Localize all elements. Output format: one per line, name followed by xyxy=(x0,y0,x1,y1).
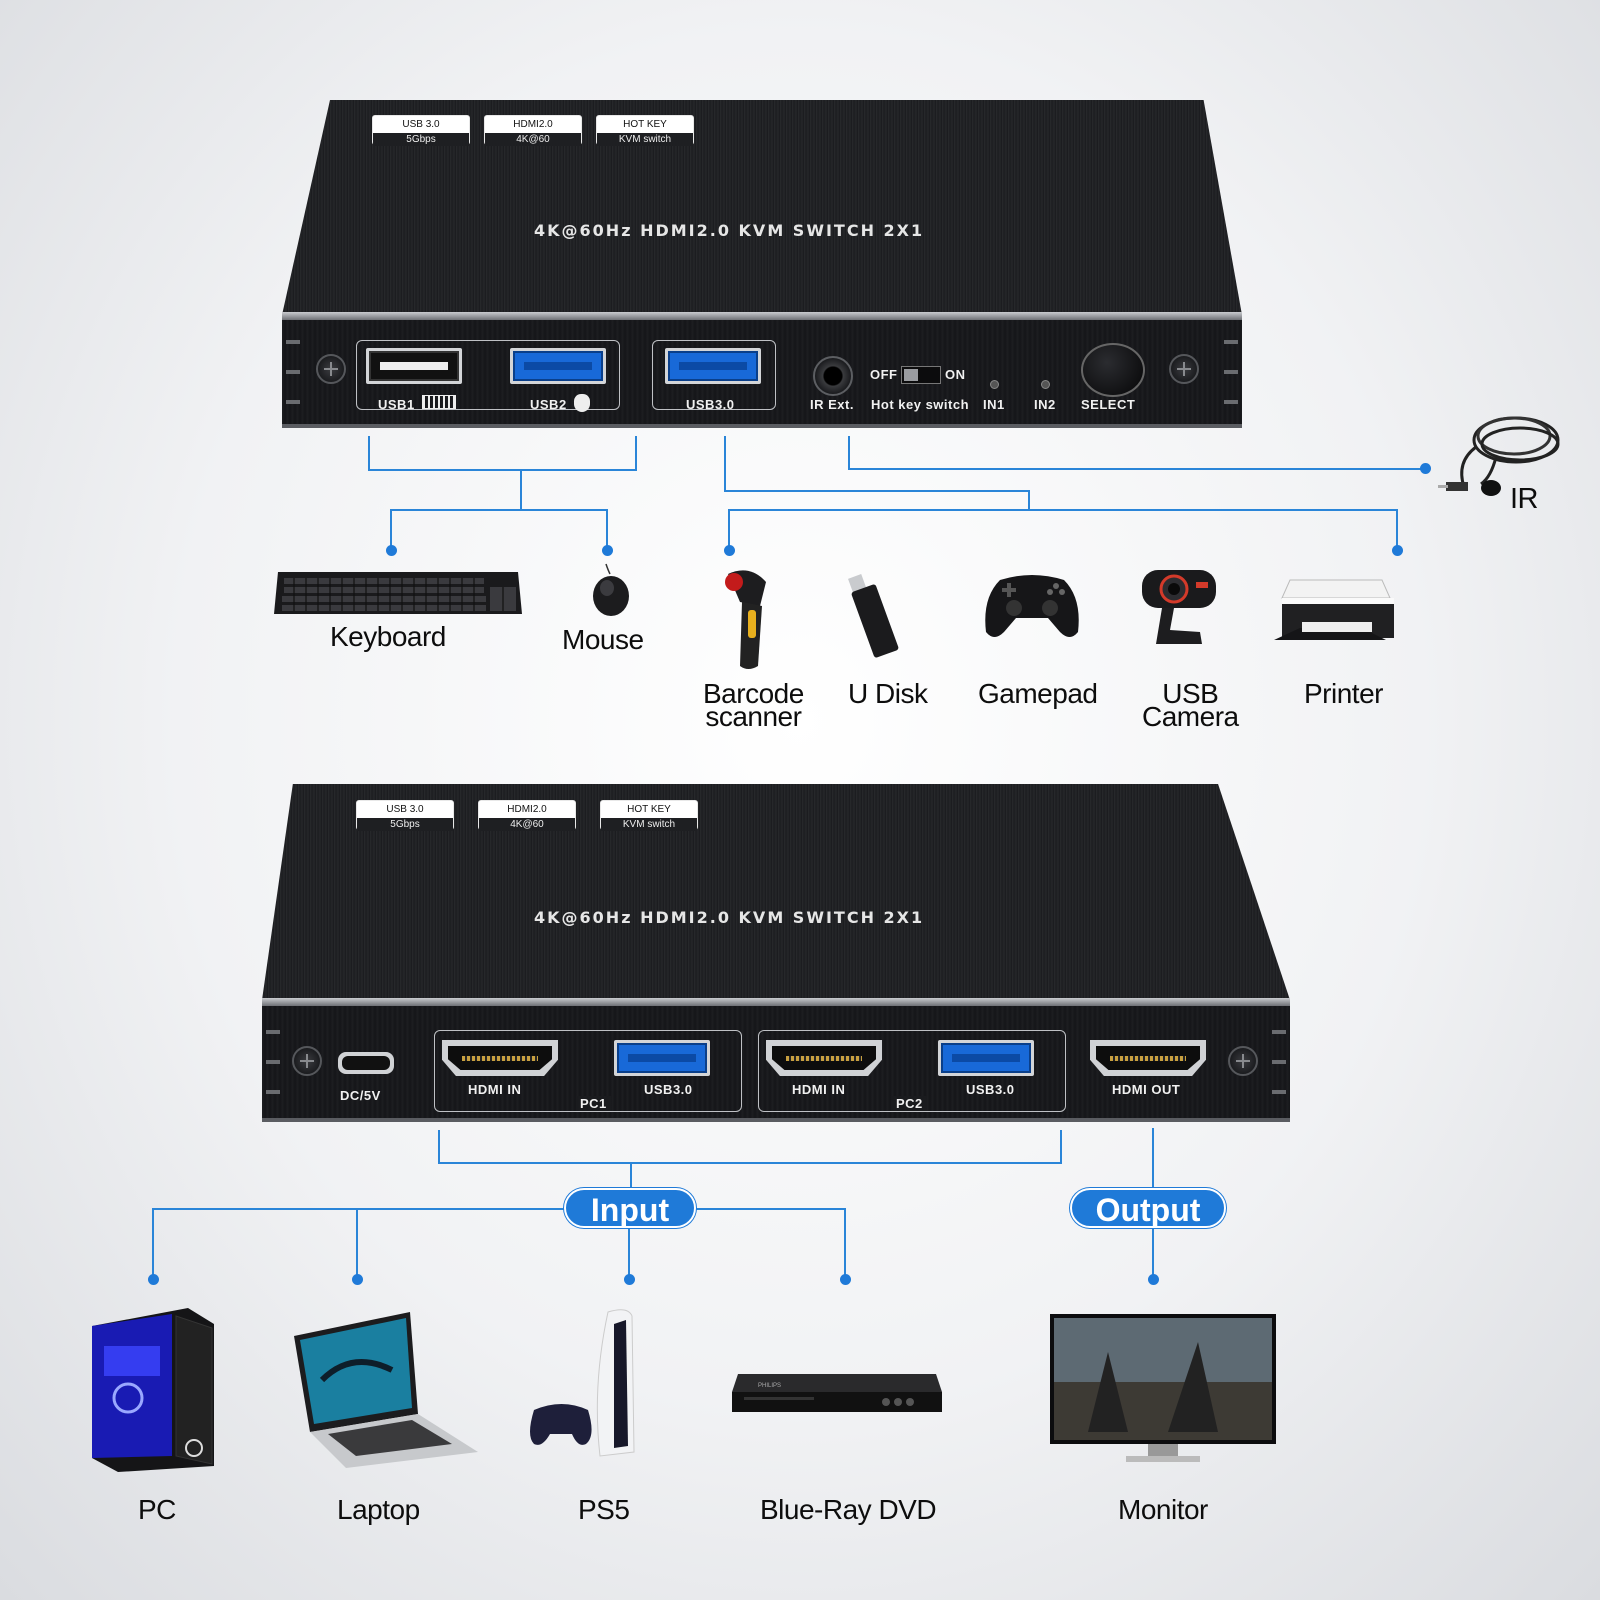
keyboard-label: Keyboard xyxy=(330,621,446,652)
device-title: 4K@60Hz HDMI2.0 KVM SWITCH 2X1 xyxy=(534,908,925,927)
ir-sensor-cable xyxy=(1438,416,1560,496)
dvd-brand-text: PHILIPS xyxy=(758,1383,781,1389)
screw-right xyxy=(1228,1046,1258,1076)
usb1-usb2-group xyxy=(356,340,620,410)
pc2-group xyxy=(758,1030,1066,1112)
in2-label: IN2 xyxy=(1034,397,1056,412)
usb3-label: USB3.0 xyxy=(686,397,735,412)
monitor-illustration xyxy=(1050,1314,1276,1462)
pc2-usb30-port[interactable] xyxy=(938,1040,1034,1076)
pc1-usb30-label: USB3.0 xyxy=(644,1082,693,1097)
pc2-usb30-label: USB3.0 xyxy=(966,1082,1015,1097)
input-label: Input xyxy=(564,1188,696,1228)
blu-ray-dvd-label: Blue-Ray DVD xyxy=(760,1494,937,1525)
printer-illustration xyxy=(1274,579,1394,640)
ir-ext-label: IR Ext. xyxy=(810,397,854,412)
ir-label: IR xyxy=(1510,483,1539,515)
usb3-group xyxy=(652,340,776,410)
ps5-label: PS5 xyxy=(578,1494,630,1525)
dc-5v-label: DC/5V xyxy=(340,1088,381,1103)
usb2-port[interactable] xyxy=(510,348,606,384)
laptop-label: Laptop xyxy=(337,1494,420,1525)
u-disk-label: U Disk xyxy=(848,678,928,709)
in2-led xyxy=(1041,380,1050,389)
pc-label: PC xyxy=(138,1494,176,1525)
device-edge xyxy=(282,312,1242,320)
usb1-label: USB1 xyxy=(378,397,415,412)
in1-led xyxy=(990,380,999,389)
select-button[interactable] xyxy=(1081,343,1145,397)
hdmi-out-label: HDMI OUT xyxy=(1112,1082,1181,1097)
hotkey-toggle-switch[interactable] xyxy=(901,366,941,384)
pc-tower-illustration xyxy=(92,1308,214,1472)
device-title: 4K@60Hz HDMI2.0 KVM SWITCH 2X1 xyxy=(534,221,925,240)
ir-ext-jack[interactable] xyxy=(813,356,853,396)
ps5-illustration xyxy=(530,1309,635,1457)
mouse-illustration xyxy=(593,563,629,616)
monitor-label: Monitor xyxy=(1118,1494,1208,1525)
pc1-group xyxy=(434,1030,742,1112)
barcode-scanner-illustration xyxy=(725,570,766,669)
usb3-port[interactable] xyxy=(665,348,761,384)
screw-left xyxy=(292,1046,322,1076)
pc2-label: PC2 xyxy=(892,1096,927,1111)
blu-ray-dvd-illustration: PHILIPS xyxy=(732,1374,942,1412)
hdmi-out-port[interactable] xyxy=(1090,1040,1206,1076)
pc2-hdmi-in-port[interactable] xyxy=(766,1040,882,1076)
output-label: Output xyxy=(1070,1188,1226,1228)
in1-label: IN1 xyxy=(983,397,1005,412)
laptop-illustration xyxy=(294,1312,478,1468)
on-label: ON xyxy=(945,367,966,382)
pc2-hdmi-in-label: HDMI IN xyxy=(792,1082,846,1097)
usb-camera-illustration xyxy=(1142,570,1216,644)
mouse-label: Mouse xyxy=(562,624,644,655)
keyboard-icon xyxy=(422,395,456,409)
pc1-hdmi-in-label: HDMI IN xyxy=(468,1082,522,1097)
pc1-label: PC1 xyxy=(576,1096,611,1111)
u-disk-illustration xyxy=(848,574,899,658)
dc-5v-port[interactable] xyxy=(338,1052,394,1074)
pc1-usb30-port[interactable] xyxy=(614,1040,710,1076)
select-label: SELECT xyxy=(1081,397,1136,412)
usb2-label: USB2 xyxy=(530,397,567,412)
off-label: OFF xyxy=(870,367,898,382)
gamepad-illustration xyxy=(985,575,1079,637)
hotkey-switch-label: Hot key switch xyxy=(871,397,970,412)
printer-label: Printer xyxy=(1304,678,1383,709)
device-edge xyxy=(262,998,1290,1006)
mouse-icon xyxy=(574,394,590,412)
keyboard-illustration xyxy=(274,572,522,614)
gamepad-label: Gamepad xyxy=(978,678,1098,709)
screw-right xyxy=(1169,354,1199,384)
pc1-hdmi-in-port[interactable] xyxy=(442,1040,558,1076)
screw-left xyxy=(316,354,346,384)
usb1-port[interactable] xyxy=(366,348,462,384)
